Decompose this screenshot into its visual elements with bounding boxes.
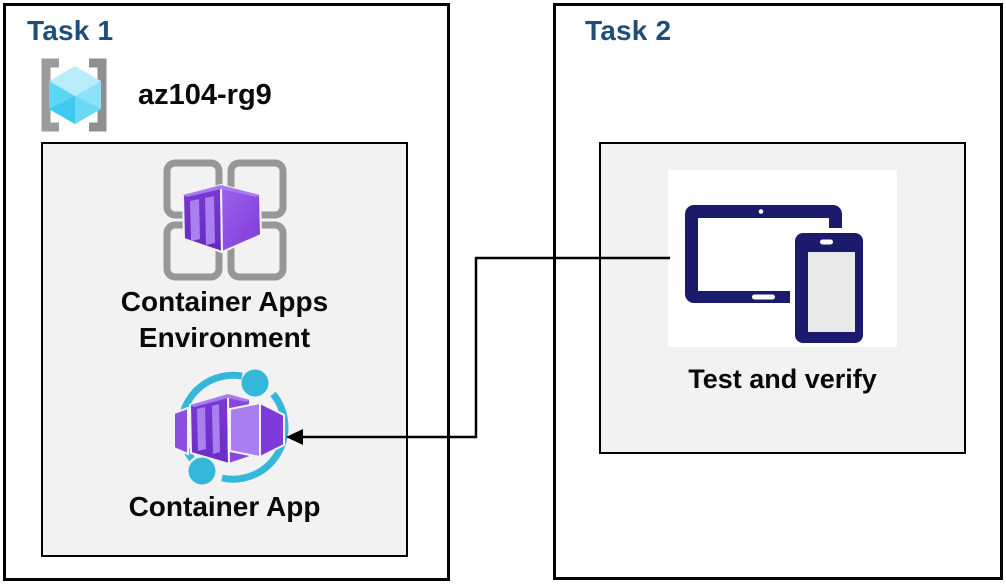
resource-group-icon xyxy=(41,58,107,132)
task2-panel: Test and verify xyxy=(599,142,966,454)
phone-speaker-slot xyxy=(820,239,833,245)
resource-group: az104-rg9 xyxy=(30,56,272,134)
devices-icon xyxy=(685,205,867,347)
container-apps-environment-label: Container Apps Environment xyxy=(120,286,329,353)
container-app-icon xyxy=(173,369,289,485)
resource-group-name: az104-rg9 xyxy=(138,78,272,111)
test-and-verify-label: Test and verify xyxy=(688,364,877,394)
tablet-home-slot xyxy=(752,294,775,300)
task2-box: Task 2 Test and verify xyxy=(553,3,1003,580)
task2-title: Task 2 xyxy=(585,15,672,46)
test-and-verify-card xyxy=(668,170,897,347)
task1-title: Task 1 xyxy=(27,15,114,46)
bracket-left xyxy=(41,58,59,132)
container-apps-environment-icon xyxy=(163,159,286,281)
task1-panel: Container Apps Environment xyxy=(41,142,408,557)
task1-box: Task 1 az104-rg9 xyxy=(3,3,450,581)
bracket-right xyxy=(89,58,107,132)
tablet-camera-dot xyxy=(758,209,764,214)
container-app-label: Container App xyxy=(128,491,321,522)
